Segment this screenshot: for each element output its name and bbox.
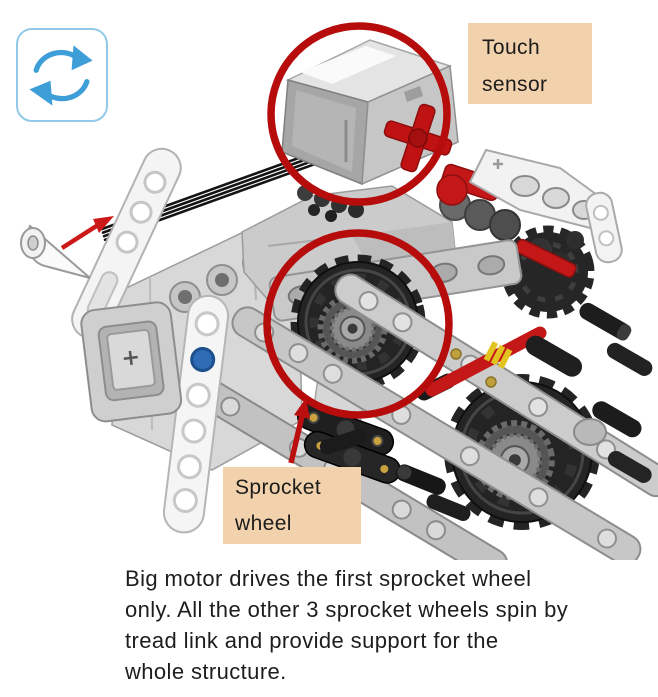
caption-line-2: only. All the other 3 sprocket wheels sp… bbox=[125, 597, 569, 622]
touch-sensor-part bbox=[281, 39, 459, 186]
touch-sensor-highlight-circle bbox=[267, 22, 451, 206]
axle-arrow bbox=[60, 216, 114, 250]
black-pins-part bbox=[319, 302, 653, 522]
sprocket-wheel-label-line1: Sprocket bbox=[235, 476, 322, 499]
red-axle-part bbox=[416, 326, 583, 401]
lego-assembly-illustration bbox=[20, 22, 658, 560]
touch-sensor-label-line2: sensor bbox=[482, 73, 548, 96]
caption-line-3: tread link and provide support for the bbox=[125, 628, 499, 653]
white-frame-front-beam bbox=[162, 294, 230, 534]
red-annotations bbox=[60, 22, 453, 464]
big-motor-front-face bbox=[80, 301, 183, 423]
touch-sensor-label-line1: Touch bbox=[482, 36, 541, 59]
cone-part bbox=[20, 224, 91, 279]
sprocket-wheel-highlight-circle bbox=[263, 229, 453, 419]
right-gear-cluster bbox=[436, 148, 623, 278]
blue-pin bbox=[190, 347, 216, 373]
caption-line-4: whole structure. bbox=[125, 659, 287, 684]
caption-line-1: Big motor drives the first sprocket whee… bbox=[125, 566, 532, 591]
circular-arrows-icon bbox=[29, 45, 93, 106]
touch-sensor-label: Touch sensor bbox=[468, 23, 592, 104]
caption-text: Big motor drives the first sprocket whee… bbox=[125, 563, 645, 687]
sprocket-wheel-label: Sprocket wheel bbox=[223, 467, 361, 544]
rotate-icon[interactable] bbox=[16, 28, 108, 122]
touch-sensor-red-cross bbox=[383, 103, 453, 173]
sprocket-arrow bbox=[288, 398, 310, 464]
sprocket-wheel-label-line2: wheel bbox=[235, 512, 292, 535]
